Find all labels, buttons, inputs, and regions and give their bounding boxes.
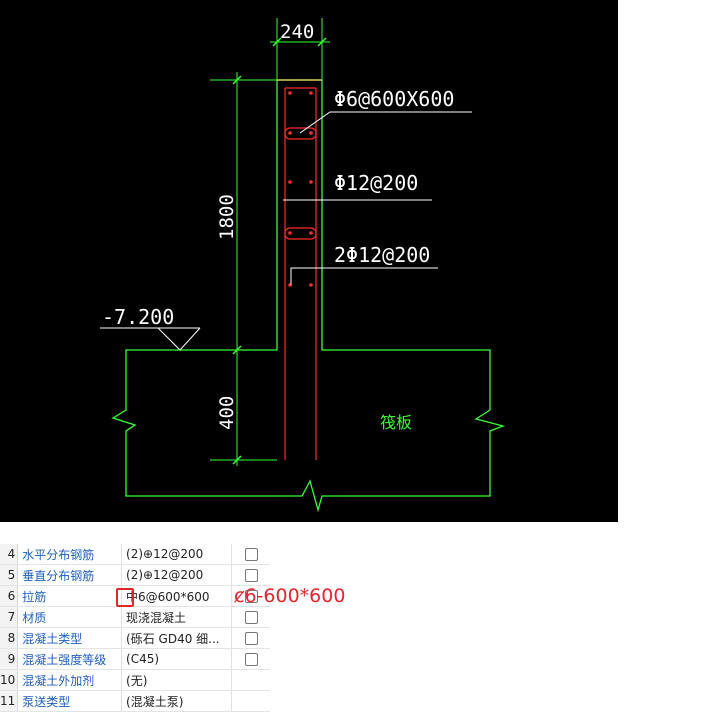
property-name[interactable]: 混凝土强度等级: [17, 648, 123, 670]
property-value[interactable]: 现浇混凝土: [121, 606, 233, 628]
annotation-text: ȼ6-600*600: [234, 585, 346, 607]
dim-width-label: 240: [280, 21, 314, 43]
dim-height-upper-label: 1800: [216, 194, 238, 240]
property-name[interactable]: 材质: [17, 606, 123, 628]
property-checkbox[interactable]: [244, 632, 258, 645]
property-row-number: 7: [0, 606, 19, 628]
property-checkbox-cell: [231, 648, 270, 670]
property-value[interactable]: (2)⊕12@200: [121, 564, 233, 586]
tie-rebar-label: Φ6@600X600: [334, 87, 454, 111]
property-checkbox-cell: [231, 627, 270, 649]
property-checkbox-cell: [231, 544, 270, 565]
property-checkbox[interactable]: [244, 653, 258, 666]
property-name[interactable]: 拉筋: [17, 585, 123, 607]
property-checkbox-cell: [231, 669, 270, 691]
elevation-marker: [157, 327, 201, 351]
property-value[interactable]: (混凝土泵): [121, 690, 233, 712]
wall-section-drawing: 240 1800 400 -7.200 Φ6@600X600 Φ12@200 2…: [100, 18, 506, 513]
property-row-number: 9: [0, 648, 19, 670]
dim-height-lower-label: 400: [216, 396, 238, 430]
property-name[interactable]: 垂直分布钢筋: [17, 564, 123, 586]
property-checkbox-cell: [231, 585, 270, 607]
property-value[interactable]: 中6@600*600: [121, 585, 233, 607]
property-checkbox-cell: [231, 690, 270, 712]
cad-drawing-canvas: 240 1800 400 -7.200 Φ6@600X600 Φ12@200 2…: [0, 0, 618, 522]
property-value[interactable]: (砾石 GD40 细...: [121, 627, 233, 649]
property-value[interactable]: (无): [121, 669, 233, 691]
horizontal-rebar-label: Φ12@200: [334, 171, 418, 195]
property-row-number: 8: [0, 627, 19, 649]
property-checkbox-cell: [231, 606, 270, 628]
property-name[interactable]: 泵送类型: [17, 690, 123, 712]
vertical-rebar-label: 2Φ12@200: [334, 243, 430, 267]
raft-outline: [111, 80, 506, 513]
property-value[interactable]: (2)⊕12@200: [121, 544, 233, 565]
elevation-label: -7.200: [102, 305, 174, 329]
property-row-number: 6: [0, 585, 19, 607]
highlight-box: [116, 588, 134, 607]
property-name[interactable]: 混凝土类型: [17, 627, 123, 649]
property-value[interactable]: (C45): [121, 648, 233, 670]
property-checkbox-cell: [231, 564, 270, 586]
property-name[interactable]: 混凝土外加剂: [17, 669, 123, 691]
raft-label: 筏板: [380, 413, 412, 432]
property-row-number: 10: [0, 669, 19, 691]
property-checkbox[interactable]: [244, 590, 258, 603]
property-checkbox[interactable]: [244, 548, 258, 561]
property-checkbox[interactable]: [244, 569, 258, 582]
property-name[interactable]: 水平分布钢筋: [17, 544, 123, 565]
property-checkbox[interactable]: [244, 611, 258, 624]
property-row-number: 11: [0, 690, 19, 712]
property-row-number: 5: [0, 564, 19, 586]
property-row-number: 4: [0, 544, 19, 565]
